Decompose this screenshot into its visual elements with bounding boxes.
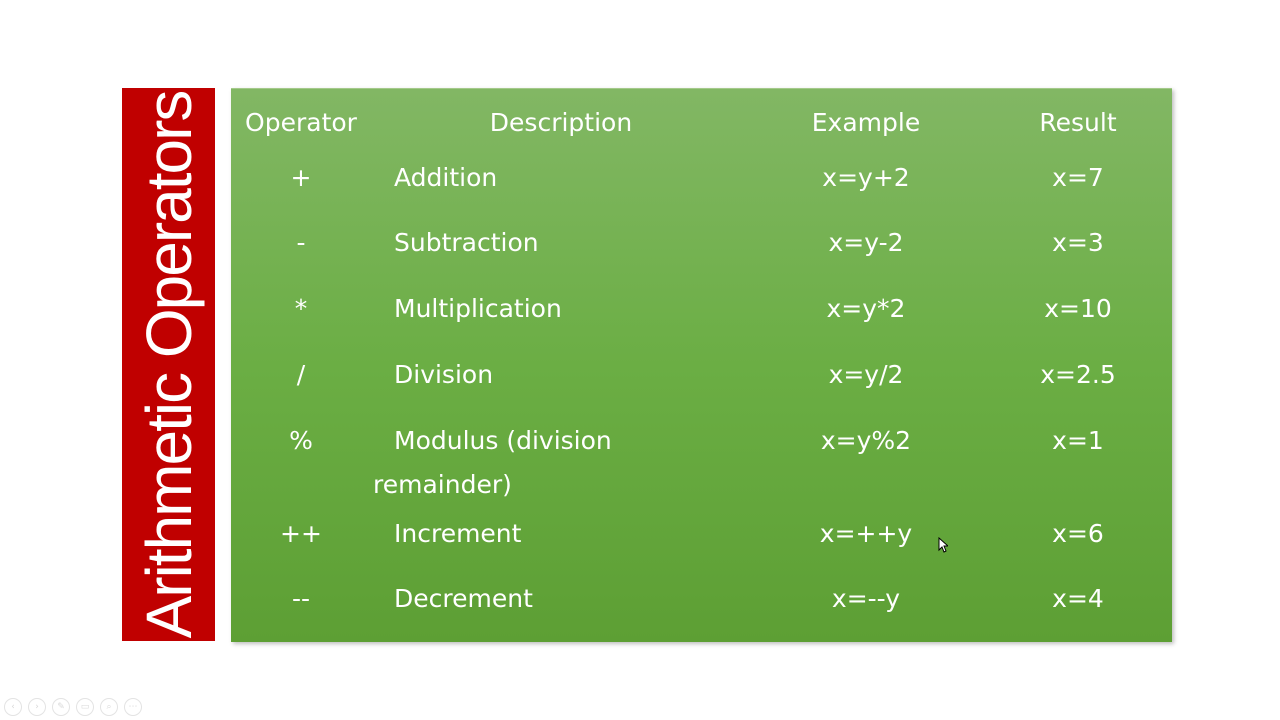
row-operator: -: [296, 228, 306, 257]
slide-title: Arithmetic Operators: [132, 91, 205, 638]
row-description: Division: [394, 360, 494, 389]
row-description-continuation: remainder): [373, 470, 512, 499]
header-description: Description: [489, 108, 633, 137]
slides-icon[interactable]: ▭: [76, 698, 94, 716]
row-operator: %: [289, 426, 313, 455]
row-result: x=6: [1052, 519, 1104, 548]
row-result: x=2.5: [1040, 360, 1116, 389]
row-description: Decrement: [394, 584, 533, 613]
row-result: x=4: [1052, 584, 1104, 613]
row-operator: *: [294, 294, 308, 323]
row-result: x=3: [1052, 228, 1104, 257]
row-result: x=10: [1044, 294, 1112, 323]
row-operator: ++: [280, 519, 322, 548]
row-example: x=y*2: [826, 294, 906, 323]
zoom-icon[interactable]: ⌕: [100, 698, 118, 716]
row-result: x=7: [1052, 163, 1104, 192]
side-banner: Arithmetic Operators: [122, 88, 215, 641]
row-description: Addition: [394, 163, 498, 192]
slideshow-controls: ‹ › ✎ ▭ ⌕ ⋯: [4, 698, 142, 716]
row-description: Increment: [394, 519, 522, 548]
row-example: x=y+2: [822, 163, 910, 192]
row-example: x=++y: [819, 519, 913, 548]
mouse-cursor-icon: [938, 537, 948, 553]
row-description: Multiplication: [394, 294, 562, 323]
row-operator: --: [291, 584, 311, 613]
previous-icon[interactable]: ‹: [4, 698, 22, 716]
header-example: Example: [811, 108, 921, 137]
operators-table: Operator Description Example Result + Ad…: [231, 88, 1172, 642]
row-operator: +: [290, 163, 312, 192]
row-example: x=y%2: [820, 426, 912, 455]
row-description: Modulus (division: [394, 426, 612, 455]
row-result: x=1: [1052, 426, 1104, 455]
header-result: Result: [1039, 108, 1117, 137]
more-icon[interactable]: ⋯: [124, 698, 142, 716]
row-example: x=y/2: [828, 360, 904, 389]
row-description: Subtraction: [394, 228, 539, 257]
row-operator: /: [296, 360, 306, 389]
header-operator: Operator: [245, 108, 357, 137]
next-icon[interactable]: ›: [28, 698, 46, 716]
row-example: x=y-2: [828, 228, 904, 257]
pen-icon[interactable]: ✎: [52, 698, 70, 716]
row-example: x=--y: [831, 584, 901, 613]
